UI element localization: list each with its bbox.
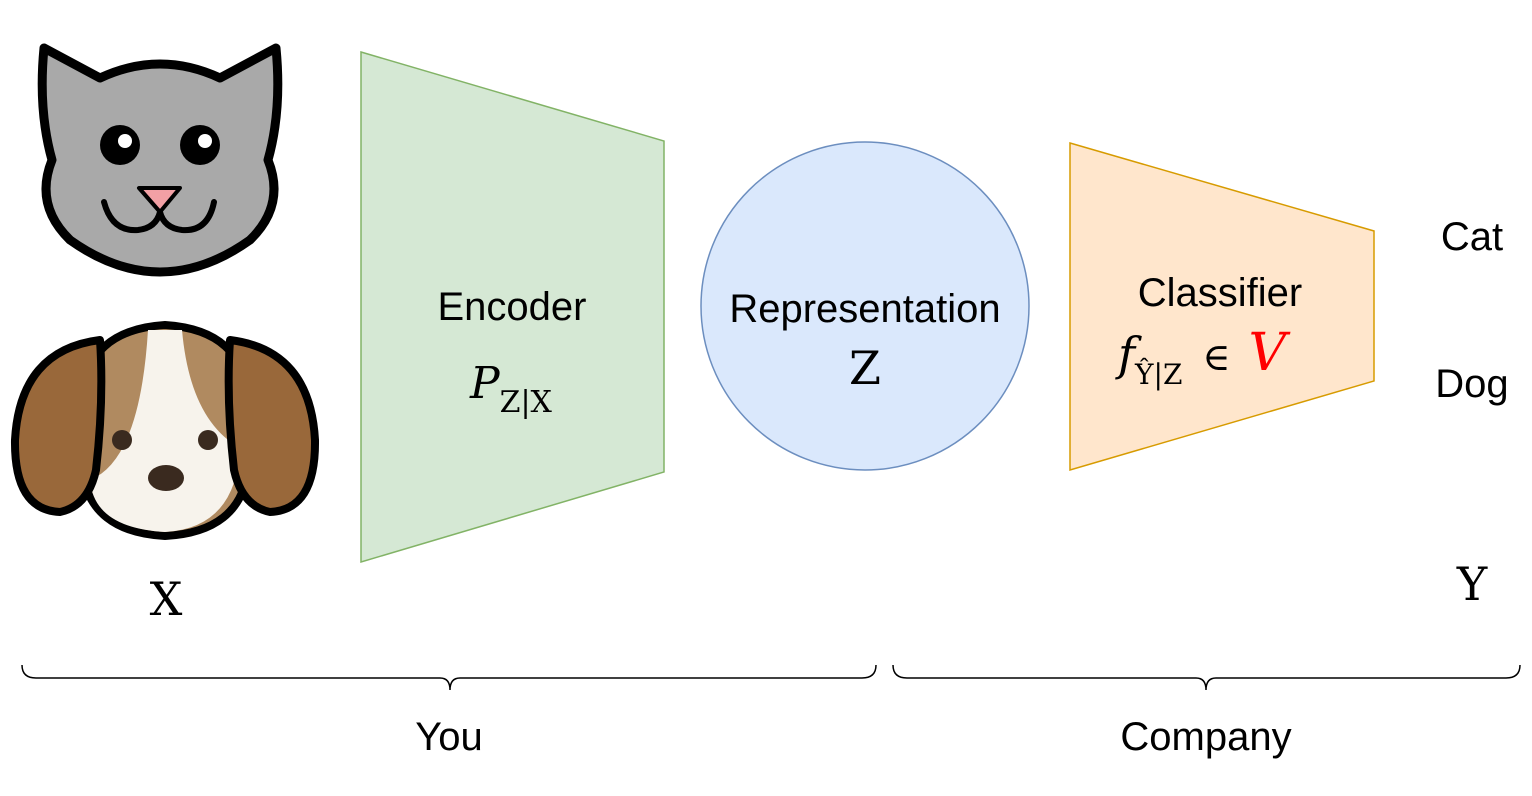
you-brace (21, 664, 877, 691)
cat-left-eye-shine (118, 134, 132, 148)
output-label-cat: Cat (1441, 215, 1503, 259)
company-brace (892, 664, 1521, 691)
dog-face-icon (10, 321, 320, 540)
encoder-formula-base: P (469, 358, 501, 409)
cat-right-eye-shine (198, 134, 212, 148)
dog-left-eye (112, 430, 132, 450)
dog-right-ear (224, 336, 320, 516)
dog-right-eye (198, 430, 218, 450)
group-label-you: You (415, 715, 483, 759)
cat-face-icon (37, 43, 283, 277)
dog-left-ear (10, 336, 106, 516)
classifier-formula-subscript: Ŷ|Z (1134, 358, 1182, 391)
output-variable-y: Y (1456, 557, 1488, 611)
dog-nose (148, 465, 184, 491)
encoder-formula: PZ|X (469, 358, 553, 420)
encoder-label: Encoder (438, 285, 587, 329)
representation-circle (700, 141, 1030, 471)
encoder-shape (360, 50, 665, 564)
cat-mouth (101, 199, 217, 234)
classifier-formula-relation: ∈ (1202, 335, 1230, 379)
classifier-formula-family: V (1249, 323, 1291, 383)
representation-label: Representation (729, 287, 1000, 331)
representation-variable-z: Z (849, 341, 881, 395)
group-label-company: Company (1120, 715, 1291, 759)
classifier-shape (1069, 142, 1375, 472)
output-label-dog: Dog (1435, 362, 1508, 406)
classifier-label: Classifier (1138, 271, 1302, 315)
dog-blaze (90, 330, 240, 532)
cat-nose (137, 186, 182, 214)
input-variable-x: X (150, 572, 183, 626)
encoder-formula-subscript: Z|X (500, 385, 553, 420)
cat-head (37, 43, 283, 277)
